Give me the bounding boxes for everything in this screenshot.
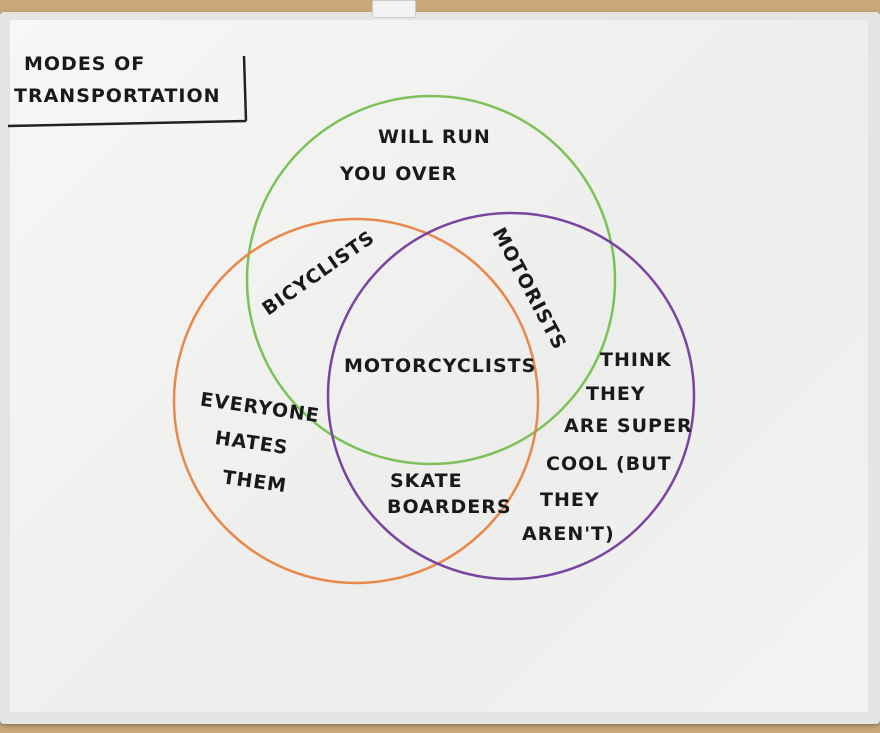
title-line1: MODES OF	[24, 53, 145, 75]
label-skate: SKATE	[390, 470, 463, 492]
whiteboard-frame	[0, 12, 880, 724]
label-cool-but: COOL (BUT	[546, 453, 672, 475]
circle-think-they-are-cool	[326, 211, 696, 581]
label-you-over: YOU OVER	[339, 163, 457, 185]
title-line2: TRANSPORTATION	[14, 85, 221, 107]
label-think: THINK	[600, 349, 672, 371]
label-they: THEY	[586, 383, 646, 405]
board-clip	[372, 0, 416, 18]
label-them: THEM	[221, 466, 288, 497]
circle-everyone-hates-them	[172, 217, 540, 585]
label-are-super: ARE SUPER	[564, 415, 693, 437]
label-hates: HATES	[214, 427, 290, 459]
label-everyone: EVERYONE	[199, 389, 321, 428]
label-they-2: THEY	[540, 489, 600, 511]
circle-will-run-you-over	[245, 94, 617, 466]
whiteboard	[10, 20, 868, 712]
label-boarders: BOARDERS	[387, 496, 512, 518]
label-will-run: WILL RUN	[378, 126, 491, 148]
label-motorcyclists: MOTORCYCLISTS	[344, 355, 536, 377]
title-box: MODES OF TRANSPORTATION	[7, 53, 248, 128]
label-bicyclists: BICYCLISTS	[258, 226, 379, 320]
label-arent: AREN'T)	[522, 523, 615, 545]
